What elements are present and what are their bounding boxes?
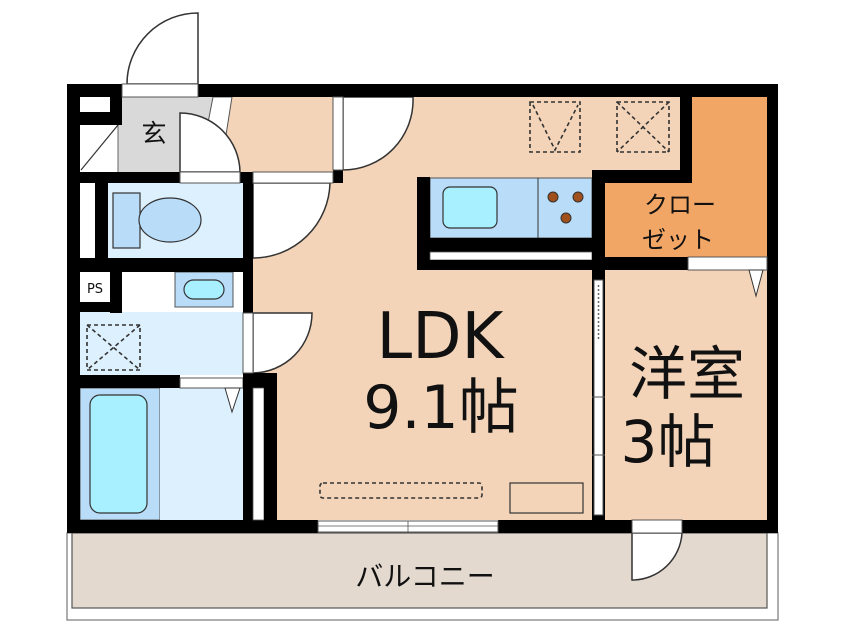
wall-genkan-box-v	[110, 97, 122, 125]
wall-genkan-bottom	[67, 172, 180, 183]
closet-door-opening[interactable]	[687, 256, 768, 271]
closet-label-line1: クロー	[644, 191, 716, 219]
vanity-basin-icon	[183, 279, 225, 300]
washroom-door[interactable]	[252, 312, 313, 374]
genkan-door-opening	[179, 171, 241, 184]
genkan-door[interactable]	[179, 112, 241, 173]
ldk-size: 9.1帖	[363, 373, 518, 443]
bath-door-marker-icon	[224, 387, 241, 414]
stove-burner-icon	[572, 191, 584, 203]
wall-top-left	[67, 84, 122, 97]
wall-closet-bottom	[605, 257, 688, 270]
closet-label-line2: ゼット	[642, 226, 714, 254]
kitchen-sink-icon	[442, 186, 498, 229]
wall-kitchen-back	[417, 238, 605, 252]
entrance-door-opening	[121, 83, 199, 98]
ldk-label: LDK	[377, 300, 506, 374]
balcony-door-opening	[631, 519, 683, 534]
washing-machine-x2	[86, 324, 141, 371]
western-room-floor[interactable]	[605, 270, 767, 520]
wall-bath-top	[67, 375, 180, 388]
bath-door-opening[interactable]	[179, 377, 244, 389]
doors	[126, 12, 683, 581]
walls	[67, 83, 778, 534]
western-room-label: 洋室	[629, 340, 745, 408]
wall-closet-h	[592, 170, 692, 183]
western-room-size: 3帖	[621, 408, 716, 476]
wall-toilet-bottom	[67, 258, 253, 272]
ldk-door-opening	[332, 96, 344, 171]
closet-floor-upper[interactable]	[692, 97, 767, 183]
closet-door-marker-icon	[748, 269, 764, 298]
ldk-door[interactable]	[342, 96, 414, 171]
wall-right	[767, 84, 778, 533]
wall-ps-bottom	[67, 302, 122, 312]
storage-x2	[616, 101, 670, 153]
stove-burner-icon	[547, 191, 559, 203]
washroom-door-opening	[242, 312, 254, 374]
closet-floor-lower[interactable]	[605, 183, 767, 257]
refrigerator-space-icon	[529, 101, 581, 153]
toilet-bowl-icon	[138, 197, 202, 243]
balcony-label: バルコニー	[355, 560, 494, 593]
wall-closet-left	[592, 170, 605, 270]
balcony-door[interactable]	[631, 532, 683, 581]
bathtub-icon	[89, 394, 148, 514]
wall-kitchen-left	[417, 177, 430, 270]
refrigerator-v-mark	[532, 104, 579, 152]
wall-pillar-2	[333, 170, 343, 183]
washing-machine-x1	[86, 324, 141, 371]
wall-bottom-2	[498, 520, 632, 533]
bathroom-floor[interactable]	[160, 388, 243, 520]
tv-board-space-icon	[319, 482, 483, 499]
stove-burner-icon	[560, 212, 572, 224]
pipe-space	[80, 183, 95, 258]
wall-closet-v	[680, 97, 692, 183]
washroom-floor[interactable]	[80, 312, 243, 375]
ps-box	[80, 272, 110, 302]
toilet-door[interactable]	[252, 182, 331, 259]
genkan-label: 玄	[141, 119, 166, 148]
wall-bath-right	[243, 375, 253, 533]
toilet-tank-icon	[112, 192, 141, 249]
wall-bottom-3	[682, 520, 778, 533]
kitchen-shelf-strip	[429, 251, 593, 261]
wall-toilet-left	[95, 183, 108, 258]
toilet-door-opening	[252, 171, 334, 184]
storage-space-icon	[616, 101, 670, 153]
wall-top	[198, 84, 778, 97]
wall-ldk-left	[264, 375, 277, 533]
ps-label: PS	[87, 282, 103, 297]
entrance-door[interactable]	[126, 12, 199, 85]
small-storage	[80, 97, 110, 112]
wall-bottom-1	[67, 520, 318, 533]
wall-toilet-right	[243, 172, 253, 313]
wall-kitchen-bottom	[417, 260, 605, 270]
wall-gap-strip	[252, 387, 265, 521]
shoe-cabinet-icon	[80, 124, 119, 171]
floor-storage-icon	[509, 482, 584, 514]
fixtures	[80, 101, 670, 514]
labels: 玄 PS クロー ゼット LDK 9.1帖 洋室 3帖 バルコニー	[87, 119, 745, 593]
